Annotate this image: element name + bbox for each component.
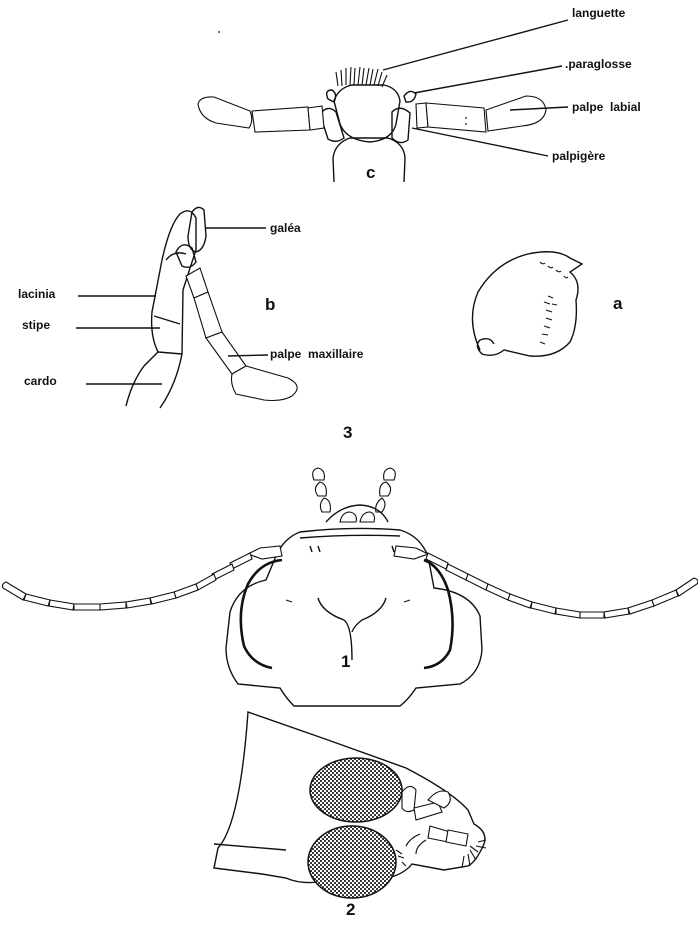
upper-eye [310,758,402,822]
label-palpe-maxillaire: palpe maxillaire [270,347,364,361]
panel-letter-b: b [265,295,275,314]
label-lacinia: lacinia [18,287,56,301]
label-stipe: stipe [22,318,50,332]
figure-number-2: 2 [346,900,355,919]
languette-setae [336,67,387,87]
labium-drawing [198,31,546,182]
figure-number-3: 3 [343,423,352,442]
label-languette: languette [572,6,626,20]
label-cardo: cardo [24,374,57,388]
head-lateral-drawing [214,712,486,898]
label-palpe-labial: palpe labial [572,100,641,114]
label-paraglosse: .paraglosse [565,57,632,71]
lower-eye [308,826,396,898]
panel-letter-a: a [613,294,623,313]
label-galea: galéa [270,221,301,235]
labium-leader-lines [383,20,568,156]
mandible-drawing [472,252,582,356]
figure-number-1: 1 [341,652,350,671]
label-palpigere: palpigère [552,149,606,163]
panel-letter-c: c [366,163,375,182]
